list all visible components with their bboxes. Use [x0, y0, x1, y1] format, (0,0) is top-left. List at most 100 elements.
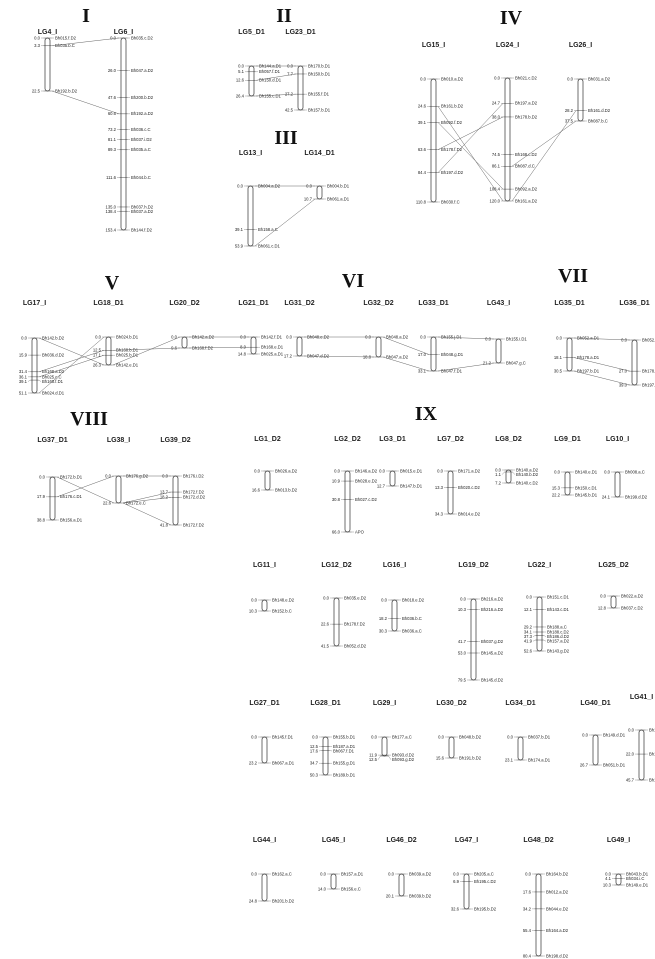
marker-position: 52.6 — [524, 648, 533, 653]
marker-position: 39.1 — [235, 227, 244, 232]
marker-position: 37.3 — [524, 634, 533, 639]
marker-position: 0.0 — [420, 76, 426, 81]
marker-name: Bh216.a.D2 — [481, 607, 504, 612]
marker-position: 12.5 — [93, 348, 102, 353]
marker-position: 0.0 — [388, 871, 394, 876]
marker-position: 45.7 — [626, 777, 635, 782]
marker-leader-right — [38, 379, 42, 382]
chromosome-bar — [610, 595, 617, 609]
linkage-group-title: LG17_I — [23, 300, 46, 307]
linkage-group-title: LG18_D1 — [93, 300, 123, 307]
marker-name: Bh145.b.D1 — [575, 492, 598, 497]
marker-position: 39.1 — [19, 379, 28, 384]
homology-link — [573, 370, 631, 386]
marker-name: Bh024.d.D1 — [42, 390, 65, 395]
marker-leader-right — [512, 471, 516, 475]
marker-position: 22.0 — [626, 751, 635, 756]
marker-name: Bh188.c.D2 — [547, 629, 570, 634]
marker-name: Bh178.f.D2 — [441, 147, 463, 152]
linkage-group-title: LG31_D2 — [284, 300, 314, 307]
marker-name: Bh149.e.D1 — [626, 882, 649, 887]
marker-position: 0.0 — [605, 871, 611, 876]
marker-position: 138.4 — [106, 209, 117, 214]
marker-name: Bh039.b.D2 — [409, 893, 432, 898]
chromosome-bar — [463, 873, 470, 910]
marker-position: 66.0 — [332, 529, 341, 534]
marker-name: Bh178.b.D2 — [515, 114, 538, 119]
marker-name: Bh157.a.D1 — [341, 871, 364, 876]
linkage-group-title: LG16_I — [383, 562, 406, 569]
marker-position: 34.2 — [523, 906, 532, 911]
marker-name: Bh148.e.D2 — [272, 597, 295, 602]
chromosome-bar — [344, 470, 351, 533]
marker-position: 31.4 — [19, 369, 28, 374]
marker-position: 24.8 — [249, 898, 258, 903]
linkage-group-title: LG1_D2 — [254, 436, 281, 443]
marker-position: 7.7 — [287, 71, 293, 76]
marker-position: 0.0 — [251, 734, 257, 739]
marker-name: Bh201.b.D2 — [272, 898, 295, 903]
marker-name: Bh037.c.D2 — [621, 605, 644, 610]
marker-position: 10.9 — [332, 478, 341, 483]
marker-name: Bh216.a.D2 — [481, 596, 504, 601]
linkage-group-title: LG22_I — [528, 562, 551, 569]
marker-name: Bh022.a.D2 — [621, 593, 644, 598]
homology-link — [437, 106, 504, 202]
chromosome-bar — [536, 596, 543, 652]
marker-name: Bh061.a.D1 — [327, 196, 350, 201]
marker-name: Bh197.a.D2 — [515, 101, 538, 106]
marker-name: Bh047.a.D2 — [131, 68, 154, 73]
marker-name: Bh158.a.C — [258, 227, 278, 232]
chromosome-bar — [631, 339, 638, 386]
chromosome-bar — [248, 65, 255, 97]
marker-position: 24.7 — [492, 101, 501, 106]
homology-link — [573, 337, 631, 341]
marker-position: 0.0 — [34, 35, 40, 40]
marker-position: 0.0 — [567, 76, 573, 81]
marker-position: 17.9 — [37, 494, 46, 499]
chromosome-bar — [389, 470, 396, 487]
marker-position: 30.8 — [332, 497, 341, 502]
chromosome-bar — [105, 336, 112, 366]
marker-position: 0.0 — [238, 63, 244, 68]
marker-name: Bh031.a.D2 — [588, 76, 611, 81]
marker-name: Bh164.b.D2 — [546, 871, 569, 876]
marker-name: Bh168.e.D1 — [261, 345, 284, 350]
homology-link — [382, 356, 430, 372]
linkage-group-title: LG26_I — [569, 42, 592, 49]
homology-link — [38, 350, 105, 373]
marker-name: Bh149.d.D1 — [603, 732, 626, 737]
marker-name: Bh010.a.D2 — [441, 76, 464, 81]
linkage-group-title: LG30_D2 — [436, 700, 466, 707]
marker-name: Bh156.a.D1 — [60, 517, 83, 522]
marker-name: Bh162.a.C — [272, 871, 292, 876]
marker-position: 41.7 — [458, 639, 467, 644]
marker-position: 153.4 — [106, 227, 117, 232]
marker-position: 0.0 — [437, 468, 443, 473]
marker-position: 0.0 — [21, 335, 27, 340]
homology-link — [437, 336, 495, 340]
marker-name: Bh187.a.D1 — [333, 744, 356, 749]
marker-name: Bh197.a.D1 — [642, 382, 655, 387]
marker-position: 17.0 — [418, 352, 427, 357]
marker-position: 39.1 — [418, 120, 427, 125]
marker-position: 79.5 — [458, 677, 467, 682]
linkage-group-title: LG37_D1 — [37, 437, 67, 444]
marker-leader-right — [388, 755, 392, 760]
marker-position: 26.0 — [108, 68, 117, 73]
chromosome-bar — [638, 729, 645, 781]
marker-name: Bh143.c.D1 — [547, 607, 570, 612]
group-label-VIII: VIII — [70, 408, 108, 430]
marker-name: APO — [355, 529, 365, 534]
linkage-group-lg36_d1: LG36_D10.0Bh052.b.D127.0Bh178.c.D139.0Bh… — [619, 300, 655, 387]
marker-position: 17.2 — [284, 353, 293, 358]
linkage-group-title: LG46_D2 — [386, 837, 416, 844]
marker-position: 42.5 — [285, 107, 294, 112]
